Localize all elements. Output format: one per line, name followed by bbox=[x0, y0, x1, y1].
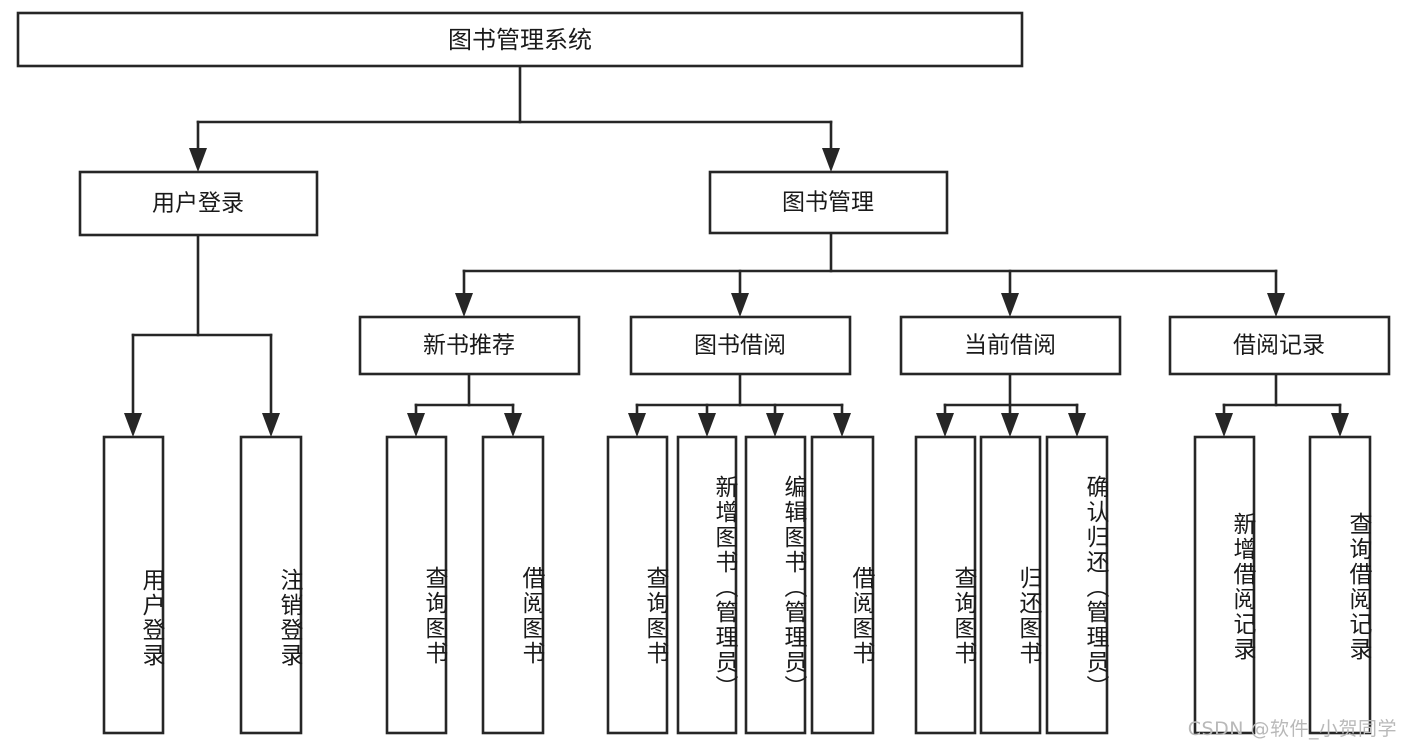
arrow-book-to-current bbox=[1001, 293, 1019, 317]
arrow-newbook-to-leaf-1 bbox=[407, 413, 425, 437]
arrow-user-to-leaf-1 bbox=[124, 413, 142, 437]
connector-group-borrow bbox=[628, 372, 851, 437]
arrow-current-to-leaf-1 bbox=[936, 413, 954, 437]
node-box-leaf-borrow-3[interactable] bbox=[744, 435, 807, 735]
arrow-current-to-leaf-2 bbox=[1001, 413, 1019, 437]
arrow-book-to-borrow bbox=[731, 293, 749, 317]
node-box-leaf-borrow-1[interactable] bbox=[606, 435, 669, 735]
node-box-leaf-borrow-4[interactable] bbox=[810, 435, 875, 735]
arrow-book-to-record bbox=[1267, 293, 1285, 317]
connector-group-book-manage bbox=[455, 231, 1285, 317]
arrow-root-to-book-manage bbox=[822, 148, 840, 172]
node-box-leaf-new-book-1[interactable] bbox=[385, 435, 448, 735]
label-root: 图书管理系统 bbox=[448, 26, 592, 54]
arrow-book-to-new-book bbox=[455, 293, 473, 317]
connector-group-new-book bbox=[407, 372, 522, 437]
arrow-borrow-to-leaf-2 bbox=[698, 413, 716, 437]
node-box-leaf-user-login-1[interactable] bbox=[102, 435, 165, 735]
label-current-borrow: 当前借阅 bbox=[964, 333, 1056, 359]
arrow-borrow-to-leaf-3 bbox=[766, 413, 784, 437]
node-box-current-borrow[interactable] bbox=[899, 315, 1122, 376]
node-box-leaf-record-1[interactable] bbox=[1193, 435, 1256, 735]
arrow-record-to-leaf-2 bbox=[1331, 413, 1349, 437]
node-box-root[interactable] bbox=[16, 11, 1024, 68]
node-box-book-manage[interactable] bbox=[708, 170, 949, 235]
node-box-user-login[interactable] bbox=[78, 170, 319, 237]
node-box-book-borrow[interactable] bbox=[629, 315, 852, 376]
label-book-borrow: 图书借阅 bbox=[694, 333, 786, 359]
node-box-borrow-record[interactable] bbox=[1168, 315, 1391, 376]
node-box-leaf-current-3[interactable] bbox=[1045, 435, 1109, 735]
connector-group-current bbox=[936, 372, 1086, 437]
arrow-record-to-leaf-1 bbox=[1215, 413, 1233, 437]
node-box-leaf-current-2[interactable] bbox=[979, 435, 1042, 735]
node-box-leaf-borrow-2[interactable] bbox=[676, 435, 738, 735]
arrow-user-to-leaf-2 bbox=[262, 413, 280, 437]
arrow-current-to-leaf-3 bbox=[1068, 413, 1086, 437]
connector-group-root bbox=[189, 64, 840, 172]
node-box-leaf-user-login-2[interactable] bbox=[239, 435, 303, 735]
node-box-leaf-record-2[interactable] bbox=[1308, 435, 1372, 735]
node-box-new-book-recommend[interactable] bbox=[358, 315, 581, 376]
label-borrow-record: 借阅记录 bbox=[1233, 333, 1325, 359]
node-box-leaf-current-1[interactable] bbox=[914, 435, 977, 735]
arrow-borrow-to-leaf-4 bbox=[833, 413, 851, 437]
arrow-borrow-to-leaf-1 bbox=[628, 413, 646, 437]
arrow-newbook-to-leaf-2 bbox=[504, 413, 522, 437]
connector-group-record bbox=[1215, 372, 1349, 437]
arrow-root-to-user-login bbox=[189, 148, 207, 172]
connector-group-user-login bbox=[124, 233, 280, 437]
label-new-book-recommend: 新书推荐 bbox=[423, 333, 515, 359]
label-book-manage: 图书管理 bbox=[782, 190, 874, 216]
node-box-leaf-new-book-2[interactable] bbox=[481, 435, 545, 735]
watermark-text: CSDN @软件_小贺同学 bbox=[1187, 718, 1397, 740]
label-user-login: 用户登录 bbox=[152, 191, 244, 217]
